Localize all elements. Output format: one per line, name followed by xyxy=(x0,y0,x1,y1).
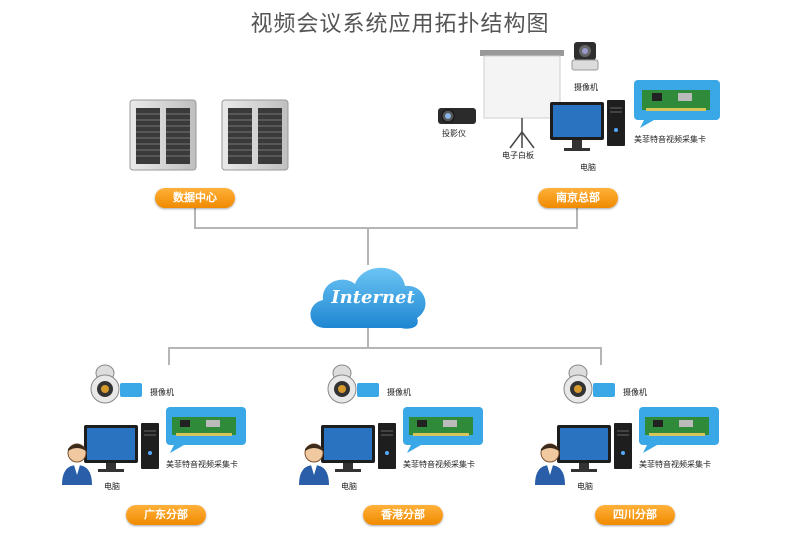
bottom-connector-from-cloud xyxy=(367,328,369,348)
monitor-icon xyxy=(557,425,611,472)
bottom-connector-horizontal xyxy=(168,347,602,349)
camera-label: 摄像机 xyxy=(574,83,598,92)
capture-card-icon xyxy=(166,407,246,453)
chat-bubble-icon xyxy=(120,383,142,397)
server-rack-icon xyxy=(129,99,197,171)
user-avatar-icon xyxy=(535,443,565,485)
branch-sichuan: 摄像机 电脑 美菲特音视频采集卡 四川分部 xyxy=(533,355,733,525)
dome-camera-icon xyxy=(327,364,357,404)
diagram-title: 视频会议系统应用拓扑结构图 xyxy=(250,12,550,37)
pc-tower-icon xyxy=(607,100,625,146)
internet-label: Internet xyxy=(331,287,415,308)
camera-label: 摄像机 xyxy=(150,388,174,397)
user-avatar-icon xyxy=(62,443,92,485)
server-rack-icon xyxy=(221,99,289,171)
ptz-camera-icon xyxy=(571,42,599,71)
top-connector-right xyxy=(576,206,578,228)
top-connector-horizontal xyxy=(194,227,578,229)
projector-icon xyxy=(438,108,476,124)
whiteboard-label: 电子白板 xyxy=(502,151,534,160)
hq-group: 投影仪 电子白板 摄像机 电脑 美菲特音视频采集卡 xyxy=(430,40,740,180)
capture-card-icon xyxy=(403,407,483,453)
branch-guangdong: 摄像机 电脑 美菲特音视频采集卡 广东分部 xyxy=(60,355,250,525)
chat-bubble-icon xyxy=(593,383,615,397)
chat-bubble-icon xyxy=(357,383,379,397)
internet-cloud-icon xyxy=(310,267,426,329)
camera-label: 摄像机 xyxy=(623,388,647,397)
top-connector-left xyxy=(194,206,196,228)
bottom-connector-left xyxy=(168,347,170,365)
computer-label: 电脑 xyxy=(577,482,593,491)
capture-card-label: 美菲特音视频采集卡 xyxy=(403,460,475,469)
monitor-icon xyxy=(550,102,604,151)
bottom-connector-right xyxy=(600,347,602,365)
pc-tower-icon xyxy=(614,423,632,469)
user-avatar-icon xyxy=(299,443,329,485)
capture-card-label: 美菲特音视频采集卡 xyxy=(639,460,711,469)
branch-badge: 香港分部 xyxy=(363,505,443,525)
projection-screen-icon xyxy=(480,50,564,149)
computer-label: 电脑 xyxy=(341,482,357,491)
pc-tower-icon xyxy=(141,423,159,469)
pc-tower-icon xyxy=(378,423,396,469)
capture-card-label: 美菲特音视频采集卡 xyxy=(166,460,238,469)
top-connector-to-cloud xyxy=(367,227,369,265)
branch-hongkong: 摄像机 电脑 美菲特音视频采集卡 香港分部 xyxy=(297,355,487,525)
camera-label: 摄像机 xyxy=(387,388,411,397)
computer-label: 电脑 xyxy=(580,163,596,172)
branch-badge: 四川分部 xyxy=(595,505,675,525)
datacenter-group xyxy=(125,99,295,180)
dome-camera-icon xyxy=(90,364,120,404)
capture-card-icon xyxy=(639,407,719,453)
projector-label: 投影仪 xyxy=(442,129,466,138)
hq-badge: 南京总部 xyxy=(538,188,618,208)
monitor-icon xyxy=(321,425,375,472)
capture-card-icon xyxy=(634,80,720,128)
monitor-icon xyxy=(84,425,138,472)
computer-label: 电脑 xyxy=(104,482,120,491)
capture-card-label: 美菲特音视频采集卡 xyxy=(634,135,706,144)
datacenter-badge: 数据中心 xyxy=(155,188,235,208)
branch-badge: 广东分部 xyxy=(126,505,206,525)
dome-camera-icon xyxy=(563,364,593,404)
